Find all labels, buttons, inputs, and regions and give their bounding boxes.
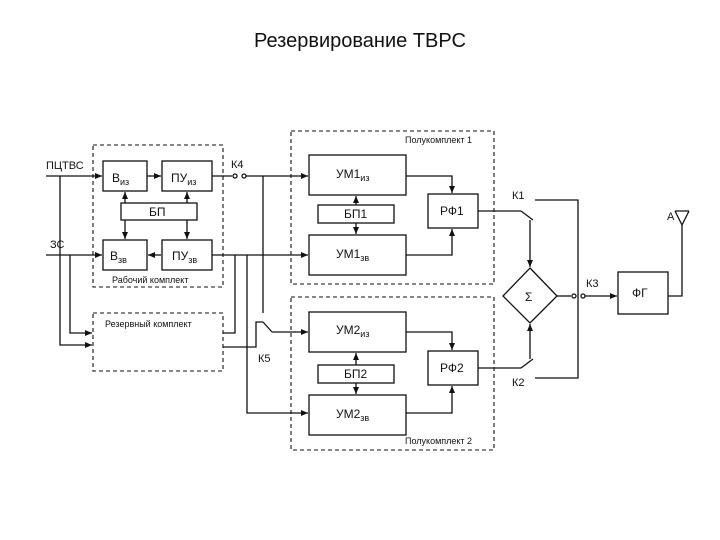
v-zv-block xyxy=(102,239,148,271)
svg-text:Взв: Взв xyxy=(110,249,127,265)
k4-contact-a xyxy=(232,173,238,179)
um1-zv-block xyxy=(308,234,407,276)
pu-zv-block xyxy=(161,239,213,271)
pu-zv-main: ПУ xyxy=(172,249,189,263)
um1-iz-main: УМ1 xyxy=(336,167,361,181)
page-title: Резервирование ТВРС xyxy=(254,30,466,52)
bp-block xyxy=(120,202,198,221)
um2-iz-sub: из xyxy=(360,329,369,339)
summator-label: Σ xyxy=(525,290,532,304)
link-k2-bypass xyxy=(535,296,579,379)
half-set-2-frame xyxy=(290,296,495,451)
half-set-2-label: Полукомплект 2 xyxy=(405,436,472,446)
v-iz-sub: из xyxy=(120,177,129,187)
um2-zv-block xyxy=(308,394,407,436)
svg-text:Виз: Виз xyxy=(112,171,129,187)
link-pctvs-to-reserve xyxy=(59,176,92,348)
k5-switch xyxy=(262,321,273,333)
fg-block xyxy=(617,271,669,315)
k3-label: К3 xyxy=(586,278,599,290)
k3-contact-b xyxy=(580,293,586,299)
um1-iz-block xyxy=(308,154,407,196)
um2-zv-sub: зв xyxy=(360,413,369,423)
pu-zv-sub: зв xyxy=(188,255,197,265)
antenna-icon xyxy=(674,210,690,226)
link-zv-tap-down xyxy=(246,255,308,416)
working-set-frame xyxy=(92,144,224,288)
um1-iz-sub: из xyxy=(360,173,369,183)
svg-text:УМ2из: УМ2из xyxy=(336,323,369,339)
um1-zv-sub: зв xyxy=(360,253,369,263)
k5-label: К5 xyxy=(258,353,271,365)
rf1-label: РФ1 xyxy=(440,204,464,218)
link-zs-to-reserve xyxy=(69,255,92,336)
svg-text:УМ1из: УМ1из xyxy=(336,167,369,183)
link-um2-iz-to-rf2 xyxy=(406,331,455,350)
k4-label: К4 xyxy=(231,159,244,171)
k3-contact-a xyxy=(571,293,577,299)
v-zv-main: В xyxy=(110,249,118,263)
svg-text:УМ2зв: УМ2зв xyxy=(336,407,369,423)
summator-block xyxy=(502,267,558,324)
rf2-label: РФ2 xyxy=(440,361,464,375)
um2-iz-block xyxy=(308,311,407,353)
svg-text:ПУиз: ПУиз xyxy=(171,171,196,187)
v-zv-sub: зв xyxy=(118,255,127,265)
half-set-1-label: Полукомплект 1 xyxy=(405,135,472,145)
link-k1-bypass xyxy=(535,199,579,296)
v-iz-main: В xyxy=(112,171,120,185)
bp-label: БП xyxy=(149,205,166,219)
working-set-label: Рабочий комплект xyxy=(112,275,188,285)
link-fg-to-antenna xyxy=(668,225,683,297)
bp1-label: БП1 xyxy=(344,207,368,221)
um2-zv-main: УМ2 xyxy=(336,407,361,421)
link-um2-zv-to-rf2 xyxy=(406,386,455,414)
link-reserve-to-k5 xyxy=(223,255,236,334)
half-set-1-frame xyxy=(290,130,495,285)
reserve-set-label: Резервный комплект xyxy=(105,319,192,329)
input-zs-label: ЗС xyxy=(50,239,65,251)
k1-switch xyxy=(520,210,534,221)
rf2-block xyxy=(427,350,479,386)
input-pctvs-label: ПЦТВС xyxy=(46,160,84,172)
k2-label: К2 xyxy=(512,377,525,389)
pu-iz-main: ПУ xyxy=(171,171,188,185)
reserve-set-frame xyxy=(92,312,224,372)
link-reserve-bus xyxy=(223,321,263,348)
um2-iz-main: УМ2 xyxy=(336,323,361,337)
pu-iz-sub: из xyxy=(187,177,196,187)
link-um1-iz-to-rf1 xyxy=(406,175,455,193)
svg-text:ПУзв: ПУзв xyxy=(172,249,197,265)
antenna-label: А xyxy=(667,211,675,223)
rf1-block xyxy=(427,193,479,229)
k2-switch xyxy=(520,358,534,369)
k1-label: К1 xyxy=(512,190,525,202)
link-um1-zv-to-rf1 xyxy=(406,229,455,256)
svg-text:УМ1зв: УМ1зв xyxy=(336,247,369,263)
k4-contact-b xyxy=(241,173,247,179)
bp2-label: БП2 xyxy=(344,367,368,381)
fg-label: ФГ xyxy=(632,286,648,300)
um1-zv-main: УМ1 xyxy=(336,247,361,261)
